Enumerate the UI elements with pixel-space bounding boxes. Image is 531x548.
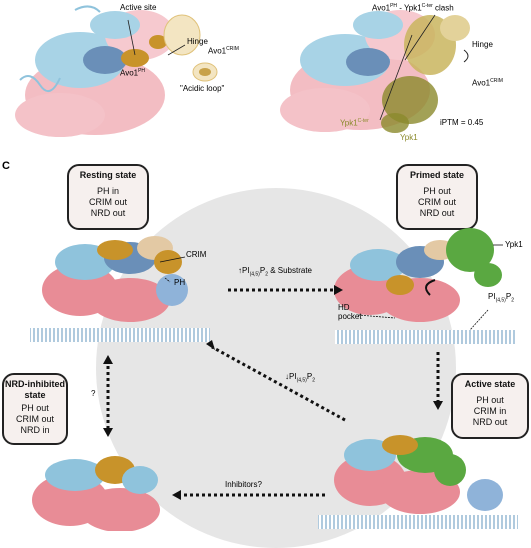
- active-line-3: NRD out: [472, 417, 508, 427]
- top-panel-graphics: [15, 5, 470, 137]
- active-site-label: Active site: [120, 3, 157, 12]
- resting-state-box: Resting state PH in CRIM out NRD out: [67, 164, 149, 230]
- pip2-substrate-label: ↑PI(4,5)P2 & Substrate: [238, 266, 313, 278]
- active-complex: [318, 435, 518, 529]
- resting-complex: [30, 236, 210, 342]
- primed-line-1: PH out: [423, 186, 451, 196]
- nrd-line-1: PH out: [21, 403, 49, 413]
- primed-complex: [334, 228, 515, 344]
- ypk1-label: Ypk1: [505, 240, 523, 249]
- pip2-decrease-label: ↓PI(4,5)P2: [285, 372, 315, 384]
- primed-state-box: Primed state PH out CRIM out NRD out: [396, 164, 478, 230]
- question-mark-label: ?: [91, 389, 96, 398]
- resting-state-title: Resting state: [79, 170, 137, 180]
- primed-state-title: Primed state: [409, 170, 465, 180]
- nrd-inhibited-state-box: NRD-inhibited state PH out CRIM out NRD …: [2, 373, 68, 445]
- hinge-label-left: Hinge: [187, 37, 208, 46]
- arrow-active-to-resting: [211, 345, 346, 422]
- top-right-structure: [280, 10, 470, 133]
- inhibitors-label: Inhibitors?: [225, 480, 262, 489]
- avo1-crim-label-right: Avo1CRIM: [472, 78, 503, 88]
- crim-label: CRIM: [186, 250, 207, 259]
- cycle-graphics: [30, 228, 518, 531]
- ph-label: PH: [174, 278, 186, 287]
- hinge-label-right: Hinge: [472, 40, 493, 49]
- avo1-crim-label-left: Avo1CRIM: [208, 46, 239, 56]
- resting-line-1: PH in: [96, 186, 119, 196]
- nrd-inhibited-complex: [32, 456, 160, 531]
- nrd-inhibited-state-title: NRD-inhibited state: [5, 379, 65, 400]
- ypk1-label-top: Ypk1: [400, 133, 418, 142]
- active-state-box: Active state PH out CRIM in NRD out: [451, 373, 529, 439]
- top-left-structure: [15, 5, 218, 137]
- panel-label-c: C: [2, 160, 10, 172]
- clash-label: Avo1PH - Ypk1C-ter clash: [372, 3, 454, 13]
- active-line-2: CRIM in: [473, 406, 507, 416]
- active-line-1: PH out: [476, 395, 504, 405]
- resting-line-2: CRIM out: [88, 197, 127, 207]
- iptm-label: iPTM = 0.45: [440, 118, 484, 127]
- avo1-ph-label-left: Avo1PH: [120, 68, 146, 78]
- acidic-loop-label: "Acidic loop": [180, 84, 225, 93]
- hd-pocket-label: HD pocket: [338, 303, 362, 321]
- primed-line-3: NRD out: [419, 208, 455, 218]
- active-state-title: Active state: [464, 379, 516, 389]
- nrd-line-2: CRIM out: [15, 414, 54, 424]
- resting-line-3: NRD out: [90, 208, 126, 218]
- pip2-label-right: PI(4,5)P2: [488, 292, 514, 304]
- nrd-line-3: NRD in: [20, 425, 50, 435]
- primed-line-2: CRIM out: [417, 197, 456, 207]
- ypk1-cter-label: Ypk1C-ter: [340, 118, 369, 128]
